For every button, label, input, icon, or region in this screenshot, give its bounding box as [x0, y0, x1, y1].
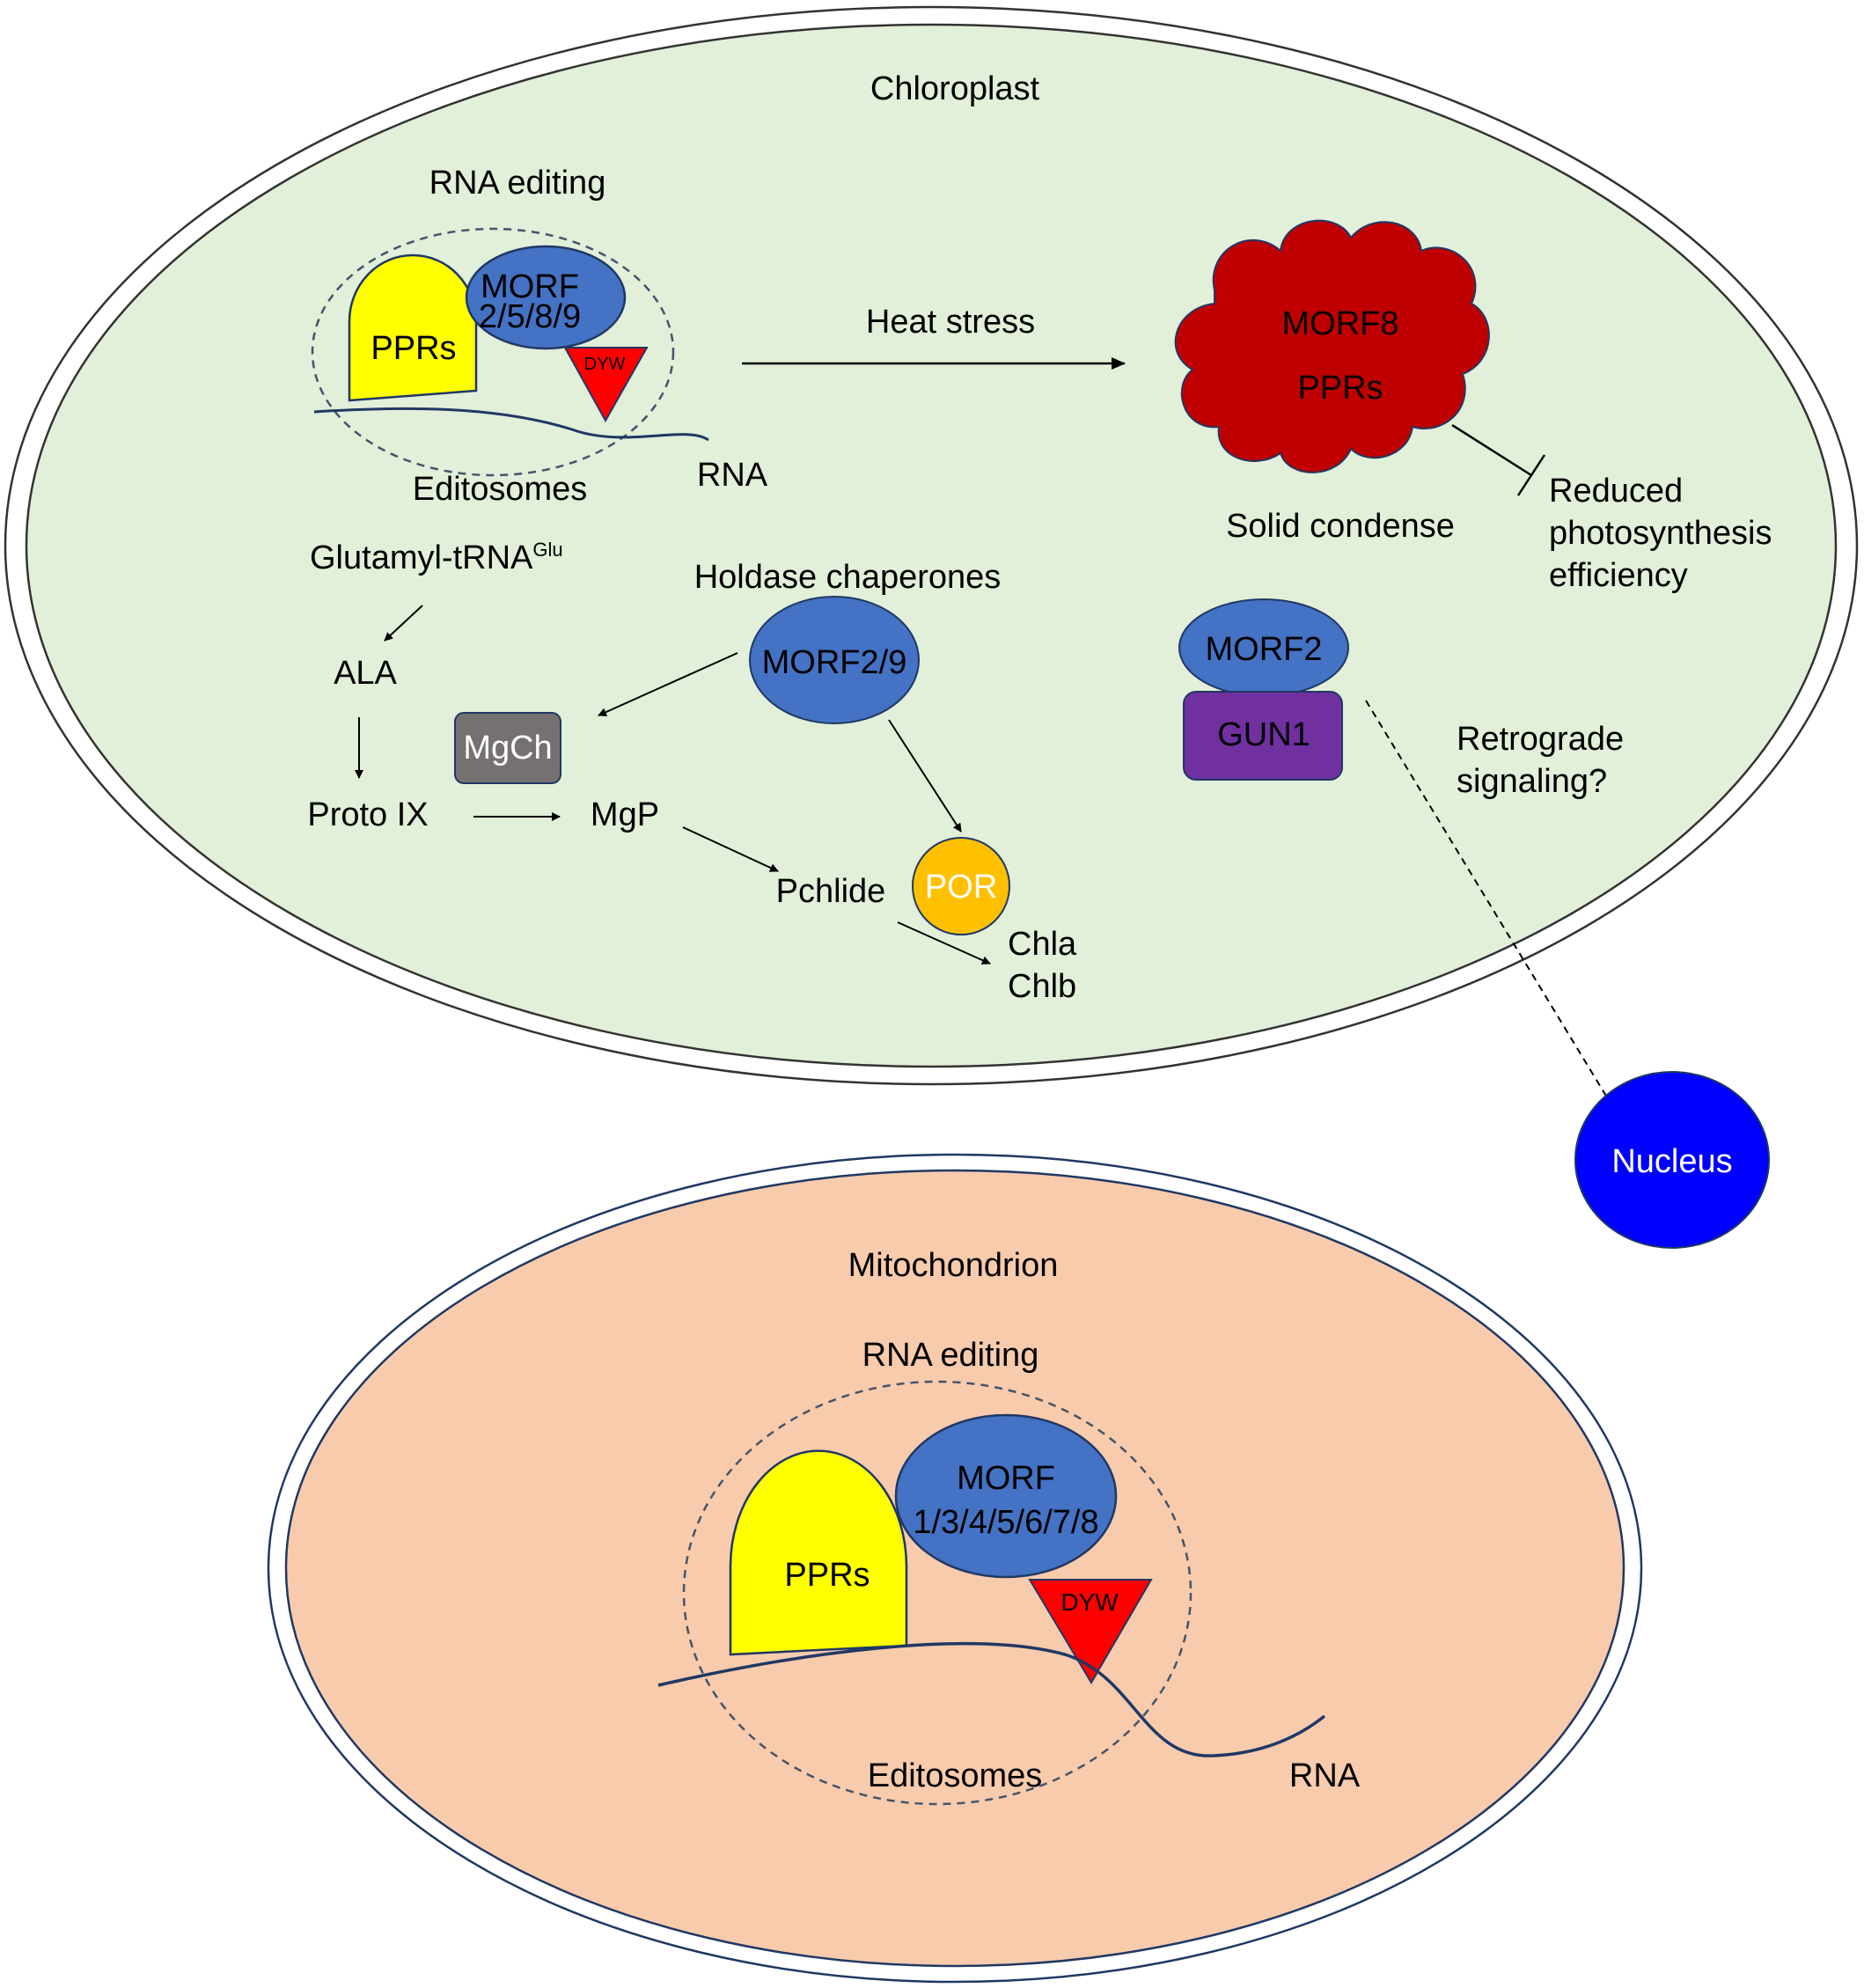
ppr-protein-shape — [348, 253, 478, 402]
nucleus-body — [1574, 1071, 1770, 1249]
mito-editosome-boundary — [682, 1380, 1193, 1806]
mito-dyw-domain — [1028, 1579, 1153, 1684]
effect-line1: Reduced — [1549, 473, 1683, 510]
mito-rna-label: RNA — [1289, 1757, 1361, 1794]
retrograde-dashed-arrow — [1365, 700, 1620, 1119]
chlorophyll-pathway: Glutamyl-tRNAGlu ALA Proto IX MgP MgCh P… — [307, 539, 1077, 1005]
glutamyl-trna-superscript: Glu — [532, 539, 562, 561]
por-enzyme — [912, 837, 1010, 935]
editosome-boundary — [311, 227, 675, 477]
morf-label-line1: MORF — [481, 268, 579, 305]
mgch-enzyme — [454, 712, 561, 784]
mito-ppr-label: PPRs — [784, 1557, 870, 1594]
mito-editosome-label: Editosomes — [868, 1757, 1043, 1794]
arrow-glu-to-ala — [384, 605, 423, 642]
inhibition-bar — [1516, 454, 1546, 496]
chloroplast-title: Chloroplast — [870, 70, 1040, 107]
nucleus-label: Nucleus — [1611, 1143, 1732, 1180]
mito-morf-label-line2: 1/3/4/5/6/7/8 — [913, 1504, 1098, 1541]
mgp-label: MgP — [591, 796, 659, 833]
heat-stress-response: Heat stress MORF8 PPRs Solid condense Re… — [742, 219, 1772, 594]
mgch-label: MgCh — [463, 730, 552, 767]
mito-morf-protein — [894, 1413, 1118, 1579]
editosome-label: Editosomes — [413, 471, 588, 508]
effect-line3: efficiency — [1549, 557, 1688, 594]
rna-label: RNA — [697, 457, 768, 494]
retrograde-label-line1: Retrograde — [1457, 721, 1624, 758]
mito-dyw-label: DYW — [1060, 1588, 1119, 1616]
mitochondrion: Mitochondrion RNA editing PPRs MORF 1/3/… — [267, 1153, 1643, 1984]
condensate-cloud — [1174, 219, 1490, 473]
arrow-pchlide-to-chl — [897, 921, 991, 965]
chla-label: Chla — [1008, 926, 1077, 963]
holdase-chaperones-heading: Holdase chaperones — [694, 559, 1002, 596]
mitochondrion-title: Mitochondrion — [848, 1247, 1059, 1284]
heat-stress-label: Heat stress — [866, 304, 1035, 341]
morf2-label: MORF2 — [1206, 631, 1323, 668]
retrograde-label-line2: signaling? — [1457, 763, 1607, 800]
ala-label: ALA — [334, 655, 397, 692]
condensate-label-pprs: PPRs — [1297, 370, 1383, 407]
chloroplast: Chloroplast RNA editing PPRs MORF 2/5/8/… — [4, 5, 1859, 1119]
proto-ix-label: Proto IX — [307, 796, 428, 833]
arrow-morf-to-mgch — [598, 652, 738, 716]
pchlide-label: Pchlide — [776, 873, 886, 910]
morf2-9-label: MORF2/9 — [762, 644, 907, 681]
inhibition-line — [1451, 423, 1532, 477]
retrograde-signaling: MORF2 GUN1 Retrograde signaling? — [1178, 598, 1624, 1119]
dyw-domain — [563, 347, 649, 423]
arrow-mgp-to-pchlide — [682, 826, 779, 872]
morf-protein — [465, 245, 627, 350]
nucleus: Nucleus — [1574, 1071, 1770, 1249]
glutamyl-trna-label: Glutamyl-tRNAGlu — [310, 539, 563, 576]
condensate-label-morf8: MORF8 — [1282, 305, 1399, 342]
chloroplast-rna-editing: RNA editing PPRs MORF 2/5/8/9 DYW Editos… — [311, 165, 768, 508]
chlb-label: Chlb — [1008, 968, 1076, 1005]
gun1-protein — [1183, 691, 1343, 781]
mito-rna-editing-heading: RNA editing — [862, 1337, 1039, 1374]
mito-morf-label-line1: MORF — [957, 1460, 1055, 1497]
glutamyl-trna-text: Glutamyl-tRNA — [310, 539, 533, 576]
ppr-label: PPRs — [371, 330, 456, 367]
effect-line2: photosynthesis — [1549, 515, 1772, 552]
mito-rna-strand — [657, 1641, 1326, 1757]
rna-strand — [313, 407, 709, 442]
morf2-9-chaperone — [749, 596, 920, 724]
dyw-label: DYW — [584, 355, 626, 374]
morf-label-line2: 2/5/8/9 — [479, 298, 581, 335]
gun1-label: GUN1 — [1217, 716, 1310, 753]
rna-editing-heading: RNA editing — [429, 165, 606, 202]
por-label: POR — [925, 869, 997, 906]
solid-condense-caption: Solid condense — [1226, 508, 1455, 545]
arrow-morf-to-por — [888, 719, 962, 833]
mito-ppr-protein — [729, 1449, 908, 1656]
solid-condensate: MORF8 PPRs — [1174, 219, 1490, 473]
